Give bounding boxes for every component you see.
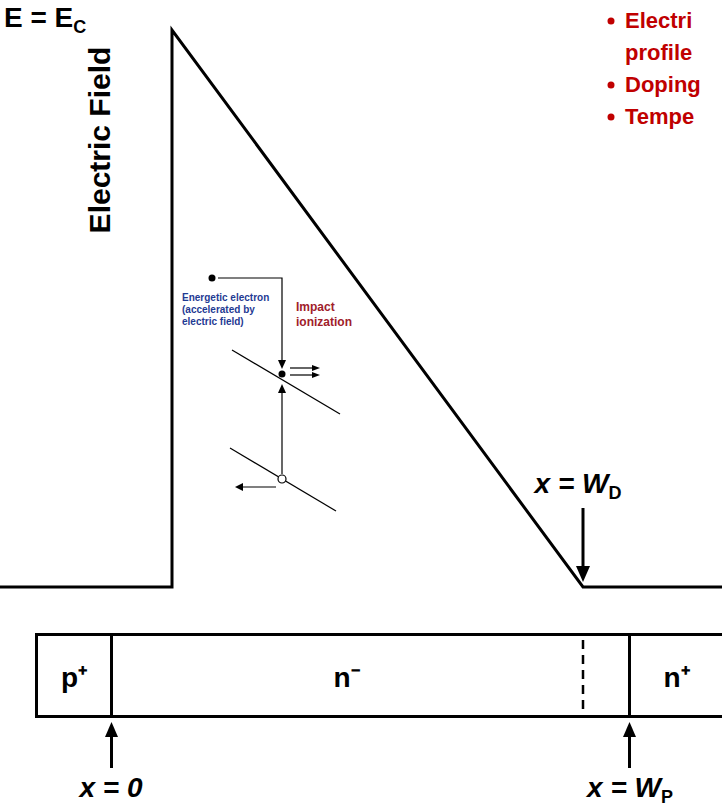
electron-arrow <box>290 367 314 368</box>
bullet <box>608 114 615 121</box>
hole-dot <box>278 475 286 483</box>
position-label: x = 0 <box>79 772 142 804</box>
valence-band <box>230 448 336 511</box>
electron-dot <box>279 371 286 378</box>
arrow-head <box>235 483 243 491</box>
arrow-head <box>105 722 118 737</box>
note-line: profile <box>625 40 692 66</box>
hole-arrow <box>242 486 276 487</box>
region-label: p⁺ <box>61 657 87 695</box>
region-label: n⁻ <box>333 657 359 695</box>
pointer-arrow <box>110 734 113 768</box>
arrow-head <box>278 384 286 393</box>
field-profile <box>0 30 722 587</box>
position-label: x = WP <box>587 772 673 808</box>
depletion-edge <box>582 640 585 712</box>
pointer-arrow <box>582 508 585 570</box>
n-region: n⁻ <box>113 633 631 718</box>
note-line: Doping <box>625 72 701 98</box>
subscript: P <box>661 787 673 807</box>
pointer-arrow <box>628 734 631 768</box>
conduction-band <box>232 350 340 414</box>
bullet-note: Tempe <box>625 104 694 129</box>
position-text: x = 0 <box>79 772 142 803</box>
arrow-head <box>278 360 286 369</box>
arrow-head <box>576 566 590 582</box>
bullet <box>608 82 615 89</box>
bullet-note: Electri <box>625 8 692 33</box>
bullet <box>608 18 615 25</box>
electron-arrow <box>290 374 314 375</box>
n-region: n⁺ <box>631 633 722 718</box>
generation-arrow <box>281 391 282 474</box>
region-label: n⁺ <box>663 657 689 695</box>
inset-caption: Energetic electron (accelerated by elect… <box>182 292 274 328</box>
note-line: Electri <box>625 8 692 34</box>
p-region: p⁺ <box>35 633 113 718</box>
arrow-head <box>312 365 320 371</box>
position-label: x = WD <box>535 468 622 504</box>
bullet-note: Doping <box>625 72 701 97</box>
position-text: x = W <box>587 772 661 803</box>
bullet-note: profile <box>625 40 692 65</box>
position-text: x = W <box>535 468 609 499</box>
subscript: D <box>608 483 621 503</box>
axis-title: Electric Field <box>83 47 116 234</box>
field-max-label: E = EC <box>4 2 86 38</box>
equation-text: E = E <box>4 2 73 33</box>
note-line: Tempe <box>625 104 694 130</box>
arrow-head <box>312 372 320 378</box>
inset-note: Impact ionization <box>296 300 364 330</box>
axis-title-holder: Electric Field <box>83 47 117 234</box>
arrow-head <box>623 722 636 737</box>
subscript: C <box>73 17 86 37</box>
inset-note: Energetic electron (accelerated by elect… <box>182 292 274 328</box>
inset-caption: Impact ionization <box>296 300 364 330</box>
electron-dot <box>209 275 216 282</box>
